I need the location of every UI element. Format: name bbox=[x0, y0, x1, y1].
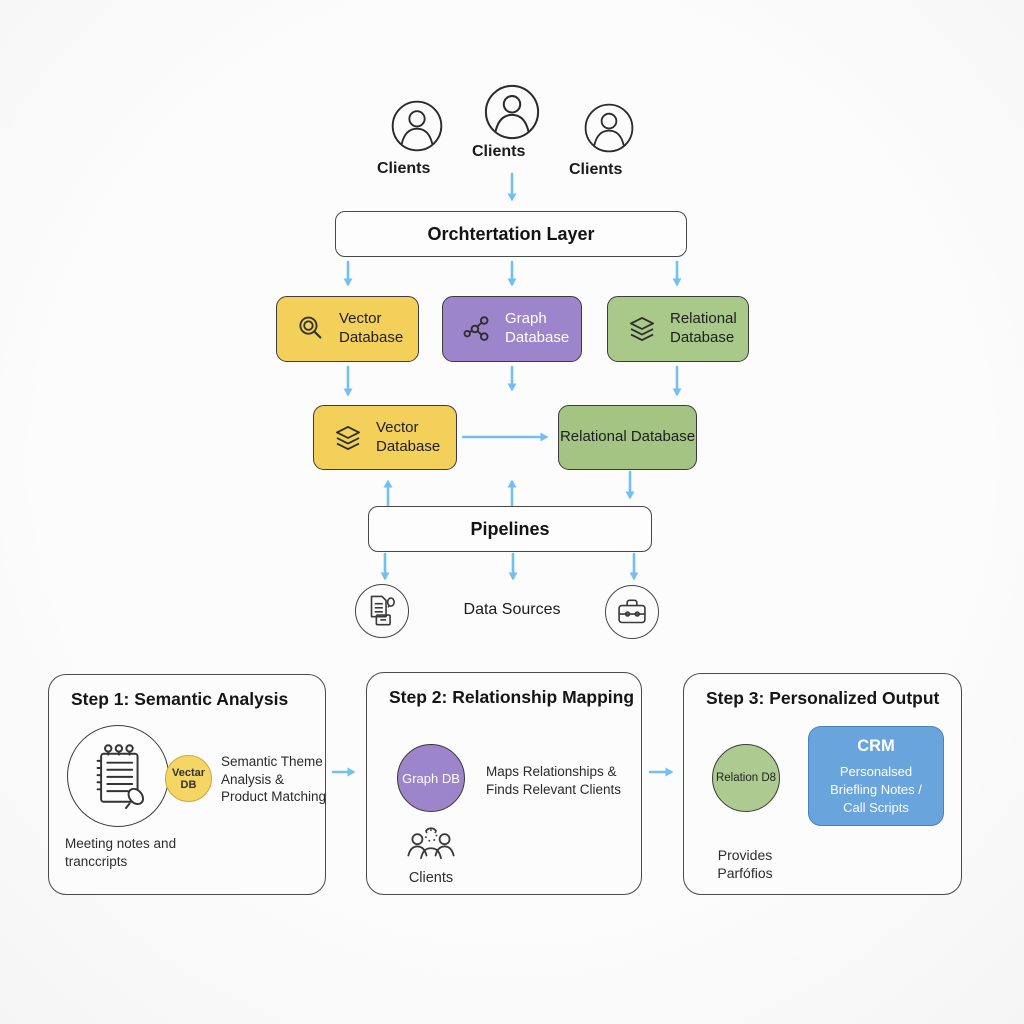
vector-database-label-2: Vector Database bbox=[376, 418, 441, 455]
person-icon bbox=[583, 102, 635, 154]
client-label: Clients bbox=[472, 143, 526, 160]
documents-icon bbox=[361, 590, 403, 632]
vector-db-badge: Vectar DB bbox=[165, 755, 212, 802]
graph-database-box: Graph Database bbox=[442, 296, 582, 362]
graph-database-label: Graph Database bbox=[505, 310, 570, 346]
step-2-title: Step 2: Relationship Mapping bbox=[389, 687, 635, 707]
step-1-panel: Step 1: Semantic Analysis bbox=[48, 674, 326, 895]
relational-database-box-2: Relational Database bbox=[558, 405, 697, 470]
vector-database-label: Vector Database bbox=[339, 310, 404, 346]
step-2-panel: Step 2: Relationship Mapping Graph DB Ma… bbox=[366, 672, 642, 895]
vector-database-box: Vector Database bbox=[276, 296, 419, 362]
relational-database-label: Relational Database bbox=[670, 310, 737, 346]
orchestration-layer-box: Orchtertation Layer bbox=[335, 211, 687, 257]
client-node bbox=[583, 102, 635, 154]
briefcase-source-circle bbox=[605, 585, 659, 639]
step-3-panel: Step 3: Personalized Output Relation D8 … bbox=[683, 673, 962, 895]
person-icon bbox=[483, 83, 541, 141]
people-group-icon bbox=[402, 820, 460, 862]
step-1-description: Semantic Theme Analysis & Product Matchi… bbox=[221, 754, 327, 805]
step-2-caption: Clients bbox=[408, 870, 454, 886]
crm-output-box: CRM Personalsed Briefling Notes / Call S… bbox=[808, 726, 944, 826]
briefcase-icon bbox=[611, 591, 653, 633]
step-3-title: Step 3: Personalized Output bbox=[706, 688, 940, 708]
crm-title: CRM bbox=[857, 737, 895, 755]
documents-source-circle bbox=[355, 584, 409, 638]
client-node bbox=[483, 83, 541, 141]
relational-db-badge: Relation D8 bbox=[712, 744, 780, 812]
data-sources-label: Data Sources bbox=[463, 601, 561, 618]
pipelines-box: Pipelines bbox=[368, 506, 652, 552]
relational-database-box: Relational Database bbox=[607, 296, 749, 362]
vector-database-box-2: Vector Database bbox=[313, 405, 457, 470]
notes-bubble bbox=[67, 725, 169, 827]
client-node bbox=[390, 99, 444, 153]
step-1-title: Step 1: Semantic Analysis bbox=[71, 689, 289, 709]
person-icon bbox=[390, 99, 444, 153]
step-3-caption: Provides Parfófios bbox=[717, 847, 773, 882]
graph-icon bbox=[460, 312, 494, 346]
crm-body: Personalsed Briefling Notes / Call Scrip… bbox=[830, 764, 922, 815]
layers-icon bbox=[331, 421, 365, 455]
pipelines-label: Pipelines bbox=[470, 518, 550, 539]
client-label: Clients bbox=[377, 160, 431, 177]
step-1-caption: Meeting notes and tranccripts bbox=[65, 836, 177, 869]
layers-icon bbox=[625, 312, 659, 346]
orchestration-layer-label: Orchtertation Layer bbox=[427, 223, 595, 244]
notebook-mic-icon bbox=[86, 740, 150, 812]
step-2-description: Maps Relationships & Finds Relevant Clie… bbox=[486, 764, 622, 797]
client-label: Clients bbox=[569, 161, 623, 178]
relational-database-label-2: Relational Database bbox=[559, 428, 696, 446]
graph-db-badge: Graph DB bbox=[397, 744, 465, 812]
search-icon bbox=[294, 312, 328, 346]
